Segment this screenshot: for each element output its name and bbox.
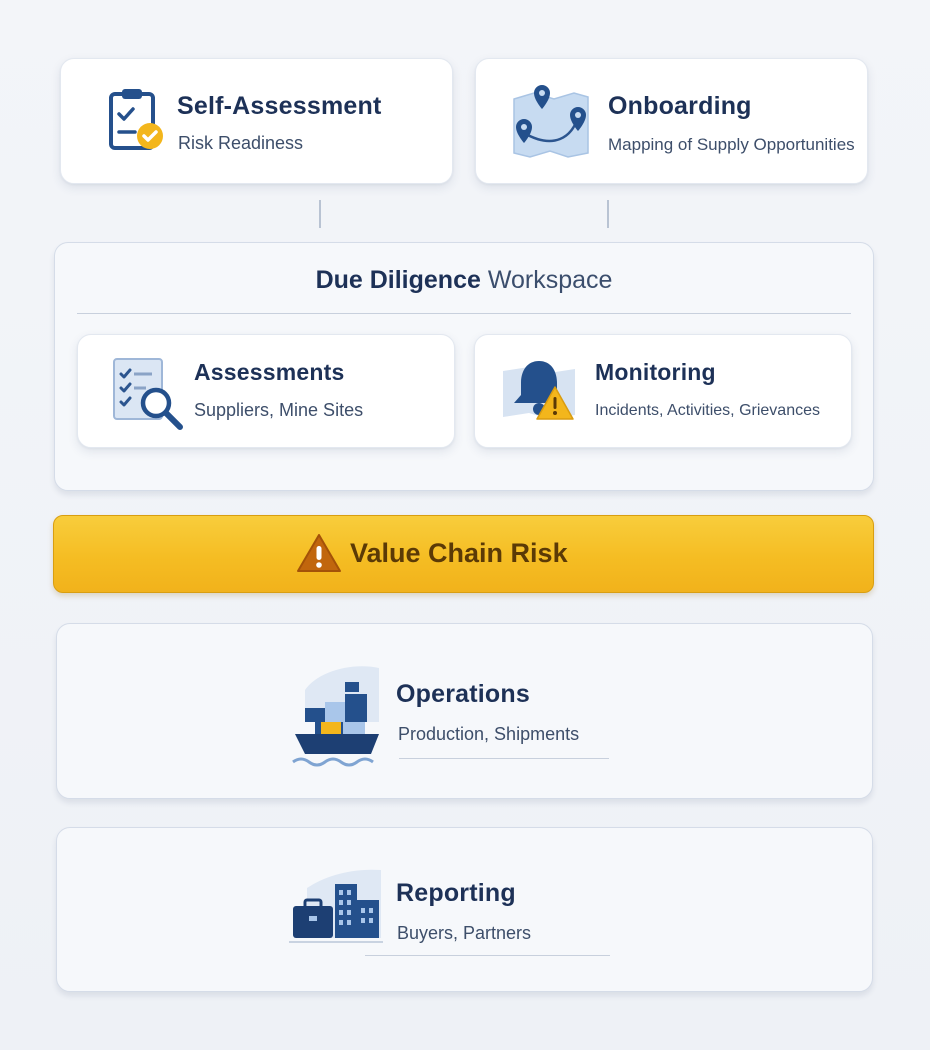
workspace-divider: [77, 313, 851, 314]
onboarding-title: Onboarding: [608, 92, 752, 120]
self-assessment-card[interactable]: Self-Assessment Risk Readiness: [60, 58, 453, 184]
assessments-title: Assessments: [194, 359, 345, 385]
operations-title: Operations: [396, 680, 530, 708]
workspace-title-regular: Workspace: [487, 266, 613, 294]
monitoring-title: Monitoring: [595, 359, 716, 385]
clipboard-check-icon: [109, 89, 163, 150]
connector-left: [319, 200, 321, 228]
self-assessment-title: Self-Assessment: [177, 92, 382, 120]
self-assessment-subtitle: Risk Readiness: [178, 133, 304, 153]
monitoring-card[interactable]: Monitoring Incidents, Activities, Grieva…: [474, 334, 852, 448]
onboarding-card[interactable]: Onboarding Mapping of Supply Opportuniti…: [475, 58, 868, 184]
value-chain-risk-bar[interactable]: [53, 515, 874, 593]
briefcase-buildings-icon: [289, 869, 383, 943]
assessments-subtitle: Suppliers, Mine Sites: [194, 400, 364, 420]
onboarding-subtitle: Mapping of Supply Opportunities: [608, 135, 855, 154]
workspace-title-bold: Due Diligence: [315, 266, 481, 294]
checklist-search-icon: [113, 358, 183, 430]
operations-card[interactable]: Operations Production, Shipments: [56, 623, 873, 799]
operations-subtitle: Production, Shipments: [398, 724, 580, 744]
cargo-ship-icon: [292, 666, 379, 767]
reporting-subtitle: Buyers, Partners: [397, 923, 532, 943]
monitoring-subtitle: Incidents, Activities, Grievances: [595, 402, 820, 419]
workspace-title: Due Diligence Workspace: [55, 266, 873, 295]
map-pins-icon: [513, 85, 589, 158]
warning-icon: [297, 534, 341, 572]
bell-warning-icon: [503, 361, 575, 420]
assessments-card[interactable]: Assessments Suppliers, Mine Sites: [77, 334, 455, 448]
reporting-card[interactable]: Reporting Buyers, Partners: [56, 827, 873, 992]
value-chain-risk-label: Value Chain Risk: [350, 538, 568, 568]
operations-underline: [399, 758, 609, 759]
connector-right: [607, 200, 609, 228]
reporting-underline: [365, 955, 610, 956]
due-diligence-workspace-panel: Due Diligence Workspace Assessments Supp…: [54, 242, 874, 491]
reporting-title: Reporting: [396, 879, 516, 907]
